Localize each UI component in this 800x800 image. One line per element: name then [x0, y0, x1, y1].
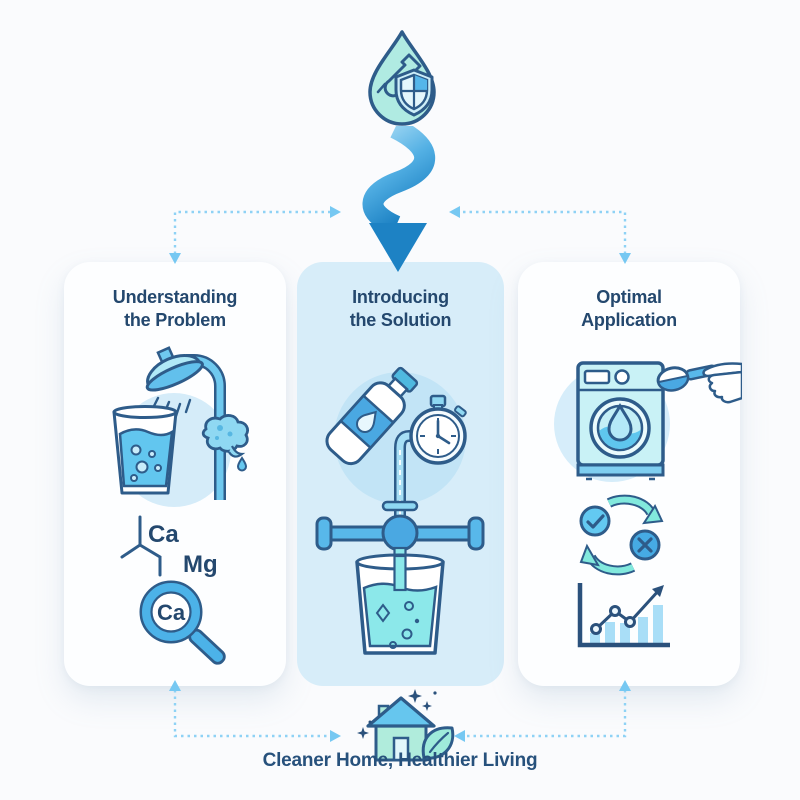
water-drop-wrench-shield-icon	[368, 30, 436, 126]
card-solution-title: Introducing the Solution	[297, 286, 504, 332]
magnesium-label: Mg	[183, 551, 218, 578]
detergent-scoop-icon	[656, 364, 718, 392]
treated-glass-icon	[355, 553, 445, 655]
washing-machine-icon	[576, 361, 665, 481]
card-application-title-line2: Application	[581, 310, 677, 331]
chart-points	[590, 605, 636, 635]
connector-bottom-right	[465, 690, 627, 738]
magnifier-calcium-label: Ca	[157, 600, 186, 625]
dosing-valve-into-glass-icon	[315, 366, 485, 655]
card-application-title-line1: Optimal	[596, 287, 662, 307]
check-circle-icon	[579, 505, 611, 537]
footer-caption: Cleaner Home, Healthier Living	[262, 750, 538, 771]
connector-top-right	[460, 210, 627, 254]
chart-bars	[590, 605, 663, 645]
timer-icon	[409, 394, 467, 465]
softener-bottle-icon	[325, 366, 419, 466]
cycle-arrowhead	[579, 543, 600, 567]
pipe-handle	[381, 500, 419, 512]
growth-chart-icon	[577, 583, 670, 648]
clean-home-with-leaf-icon	[357, 689, 455, 762]
card-application-title: Optimal Application	[518, 286, 740, 332]
connector-top-left	[173, 210, 330, 254]
connector-bottom-left	[173, 690, 330, 738]
card-solution-title-line2: the Solution	[349, 310, 452, 331]
shield-icon	[394, 68, 434, 117]
valve-icon	[315, 514, 485, 552]
s-curve-flow-arrow-down-icon	[362, 126, 436, 272]
card-optimal-application: Optimal Application	[518, 262, 742, 686]
card-introducing-the-solution: Introducing the Solution	[297, 262, 504, 686]
drop-label-icon	[356, 410, 377, 433]
shower-hard-water-glass-icon	[112, 346, 249, 507]
glass-of-water-icon	[112, 405, 178, 495]
chart-trend-line	[594, 587, 662, 631]
cross-circle-icon	[629, 529, 661, 561]
calcium-magnesium-molecule-icon: Ca Mg	[120, 515, 218, 578]
hand-icon	[702, 362, 742, 404]
leaf-icon	[421, 726, 455, 760]
sparkle-icons	[357, 689, 437, 739]
card-solution-title-line1: Introducing	[352, 287, 449, 307]
repeat-cycle-check-cross-icon	[579, 494, 664, 576]
calcium-label: Ca	[148, 521, 179, 548]
shower-head-icon	[145, 346, 204, 392]
chart-arrowhead	[652, 585, 664, 597]
molecule-bonds	[120, 515, 162, 577]
card-problem-title-line1: Understanding	[112, 287, 238, 307]
card-problem-title: Understanding the Problem	[64, 286, 286, 332]
card-understanding-the-problem: Understanding the Problem	[64, 262, 286, 686]
card-problem-title-line2: the Problem	[124, 310, 226, 331]
chart-axes	[577, 583, 670, 648]
cycle-arrowhead	[642, 503, 664, 525]
pipe-icon	[394, 430, 423, 522]
magnifier-calcium-icon: Ca	[139, 580, 226, 665]
limescale-deposit-icon	[201, 414, 249, 472]
washing-machine-dosing-hand-icon	[554, 361, 742, 482]
